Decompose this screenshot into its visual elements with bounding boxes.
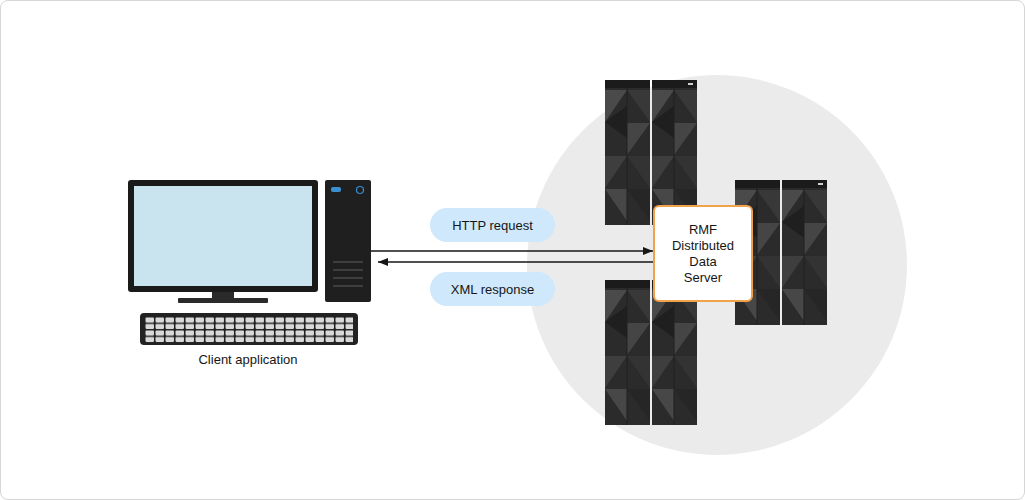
box-label: RMF Distributed Data Server: [671, 222, 735, 286]
client-computer: Client application: [125, 175, 371, 370]
server-box: RMF Distributed Data Server: [653, 205, 753, 302]
keyboard: [140, 313, 358, 345]
computer-illustration: [128, 180, 371, 345]
monitor-base: [178, 298, 268, 303]
monitor: [128, 180, 318, 292]
tower: [325, 180, 371, 302]
drive-slot: [333, 285, 363, 287]
drive-slot: [333, 261, 363, 263]
arrow-connector: [378, 261, 653, 263]
node-label: Client application: [125, 352, 371, 368]
system-circle: [527, 75, 907, 455]
drive-slot: [333, 269, 363, 271]
drive-slot: [333, 277, 363, 279]
power-button: [357, 187, 364, 194]
edge-label-pill: HTTP request: [430, 208, 555, 242]
keyboard-keys: [145, 317, 353, 343]
tower-light: [331, 187, 341, 192]
server-rack: [605, 80, 697, 225]
monitor-neck: [212, 292, 234, 299]
edge-label-pill: XML response: [430, 272, 555, 306]
arrow-connector: [371, 250, 653, 252]
screen: [134, 186, 312, 286]
